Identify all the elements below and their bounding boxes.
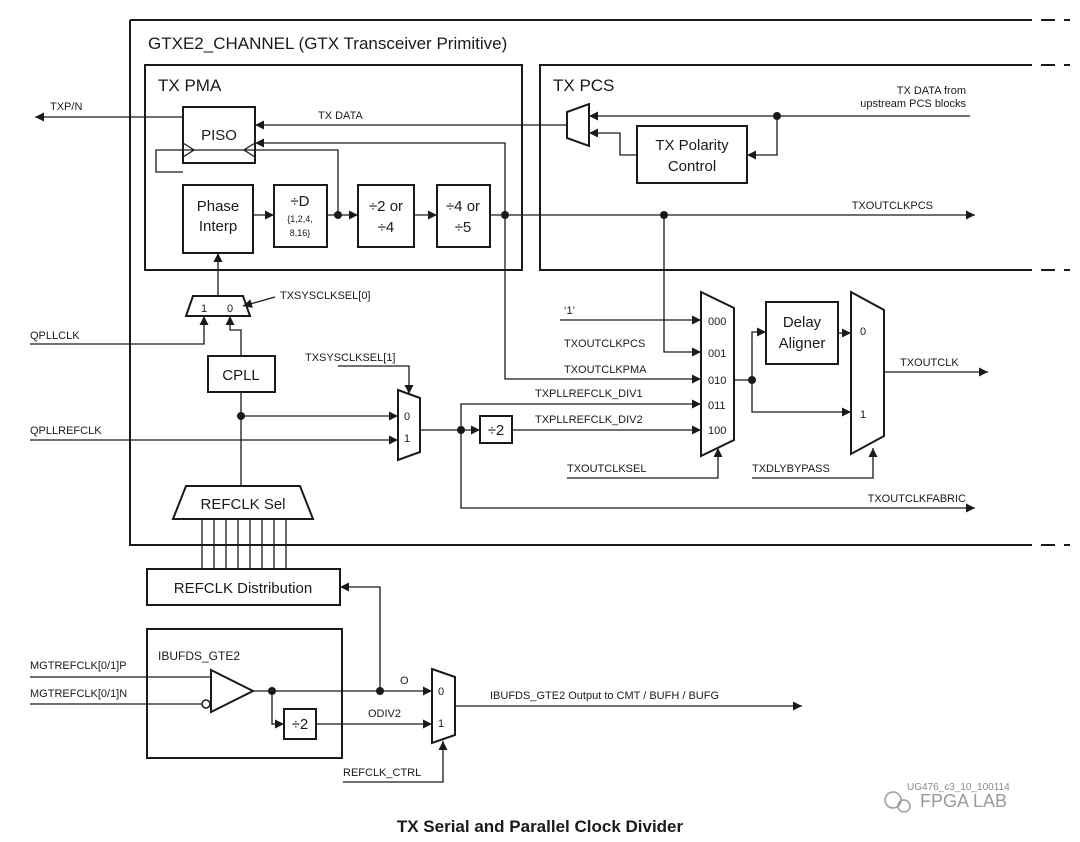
dly-in1: 1 (860, 409, 866, 421)
phase-interp-label-1: Phase (197, 198, 240, 215)
txp-n-label: TXP/N (50, 101, 82, 113)
quote-one-label: ‘1’ (564, 305, 575, 317)
txoutclkpma-label: TXOUTCLKPMA (564, 364, 647, 376)
tx-pcs-block (539, 64, 1018, 271)
tx-polarity-control-block (636, 125, 748, 184)
txoutclkpcs-out-label: TXOUTCLKPCS (852, 200, 933, 212)
mgtrefclk-n-label: MGTREFCLK[0/1]N (30, 688, 127, 700)
txoutclkfabric-label: TXOUTCLKFABRIC (868, 493, 966, 505)
sysclk1-in1: 1 (404, 433, 410, 445)
tx-pcs-continuation (1018, 19, 1070, 546)
doc-id-watermark: UG476_c3_10_100114 (907, 782, 1010, 793)
ibufds-buffer-triangle (210, 668, 256, 714)
refclk-distribution-block (146, 568, 341, 606)
div-d-label: ÷D (290, 193, 309, 210)
refclk-distribution-label: REFCLK Distribution (174, 580, 312, 597)
delay-aligner-block (765, 301, 839, 365)
ibuf-in1: 1 (438, 718, 444, 730)
delay-aligner-label-1: Delay (783, 314, 822, 331)
div-2-or-4-label-2: ÷4 (378, 219, 395, 236)
div-4-or-5-label-2: ÷5 (455, 219, 472, 236)
div-2-or-4-block (357, 184, 415, 248)
tx-data-label: TX DATA (318, 110, 363, 122)
dly-in0: 0 (860, 326, 866, 338)
outclksel-010: 010 (708, 375, 726, 387)
div-4-or-5-label-1: ÷4 or (446, 198, 480, 215)
txoutclksel-mux (700, 290, 735, 458)
tx-data-from-label-2: upstream PCS blocks (860, 98, 966, 110)
channel-title: GTXE2_CHANNEL (GTX Transceiver Primitive… (148, 34, 507, 53)
outclksel-011: 011 (708, 400, 726, 412)
ibuf-in0: 0 (438, 686, 444, 698)
ibufds-output-label: IBUFDS_GTE2 Output to CMT / BUFH / BUFG (490, 690, 719, 702)
tx-polarity-label-2: Control (668, 158, 716, 175)
outclksel-001: 001 (708, 348, 726, 360)
ibufds-gte2-label: IBUFDS_GTE2 (158, 649, 240, 663)
div2-ibuf-block (283, 708, 317, 740)
refclk-ctrl-mux (431, 667, 456, 745)
tx-pcs-data-mux (566, 102, 590, 148)
piso-block (182, 106, 256, 164)
gtxe2-channel-outline (129, 19, 1018, 546)
sysclk0-in1: 1 (201, 303, 207, 315)
phase-interp-block (182, 184, 254, 254)
tx-polarity-label-1: TX Polarity (655, 137, 729, 154)
delay-aligner-label-2: Aligner (779, 335, 826, 352)
txsysclksel1-mux (397, 388, 421, 462)
div2-ibuf-label: ÷2 (292, 716, 309, 733)
refclk-ctrl-label: REFCLK_CTRL (343, 767, 421, 779)
txsysclksel0-mux (184, 295, 252, 317)
qpllrefclk-label: QPLLREFCLK (30, 425, 102, 437)
txpllrefclk-div1-label: TXPLLREFCLK_DIV1 (535, 388, 643, 400)
brand-watermark: FPGA LAB (920, 791, 1007, 811)
tx-data-from-label-1: TX DATA from (897, 85, 966, 97)
txoutclkpcs-in-label: TXOUTCLKPCS (564, 338, 645, 350)
cpll-label: CPLL (222, 367, 260, 384)
tx-pcs-title: TX PCS (553, 76, 614, 95)
sysclk0-in0: 0 (227, 303, 233, 315)
phase-interp-label-2: Interp (199, 218, 237, 235)
div-2-or-4-label-1: ÷2 or (369, 198, 403, 215)
wechat-logo-icon (884, 791, 911, 813)
txdlybypass-mux (850, 290, 885, 456)
outclksel-100: 100 (708, 425, 726, 437)
o-label: O (400, 675, 409, 687)
div2-refclk-label: ÷2 (488, 422, 505, 439)
txoutclk-label: TXOUTCLK (900, 357, 959, 369)
refclk-sel-block (171, 485, 315, 520)
mgtrefclk-p-label: MGTREFCLK[0/1]P (30, 660, 127, 672)
refclk-sel-label: REFCLK Sel (200, 496, 285, 513)
div-d-values-2: 8,16} (290, 228, 311, 238)
div-4-or-5-block (436, 184, 491, 248)
div-d-values-1: {1,2,4, (287, 214, 313, 224)
txoutclksel-label: TXOUTCLKSEL (567, 463, 646, 475)
outclksel-000: 000 (708, 316, 726, 328)
txsysclksel1-label: TXSYSCLKSEL[1] (305, 352, 396, 364)
txsysclksel0-label: TXSYSCLKSEL[0] (280, 290, 371, 302)
qpllclk-label: QPLLCLK (30, 330, 80, 342)
odiv2-label: ODIV2 (368, 708, 401, 720)
figure-caption: TX Serial and Parallel Clock Divider (397, 817, 684, 836)
txdlybypass-label: TXDLYBYPASS (752, 463, 830, 475)
div-d-block (273, 184, 328, 248)
piso-label: PISO (201, 127, 237, 144)
txpllrefclk-div2-label: TXPLLREFCLK_DIV2 (535, 414, 643, 426)
tx-pma-title: TX PMA (158, 76, 222, 95)
sysclk1-in0: 0 (404, 411, 410, 423)
